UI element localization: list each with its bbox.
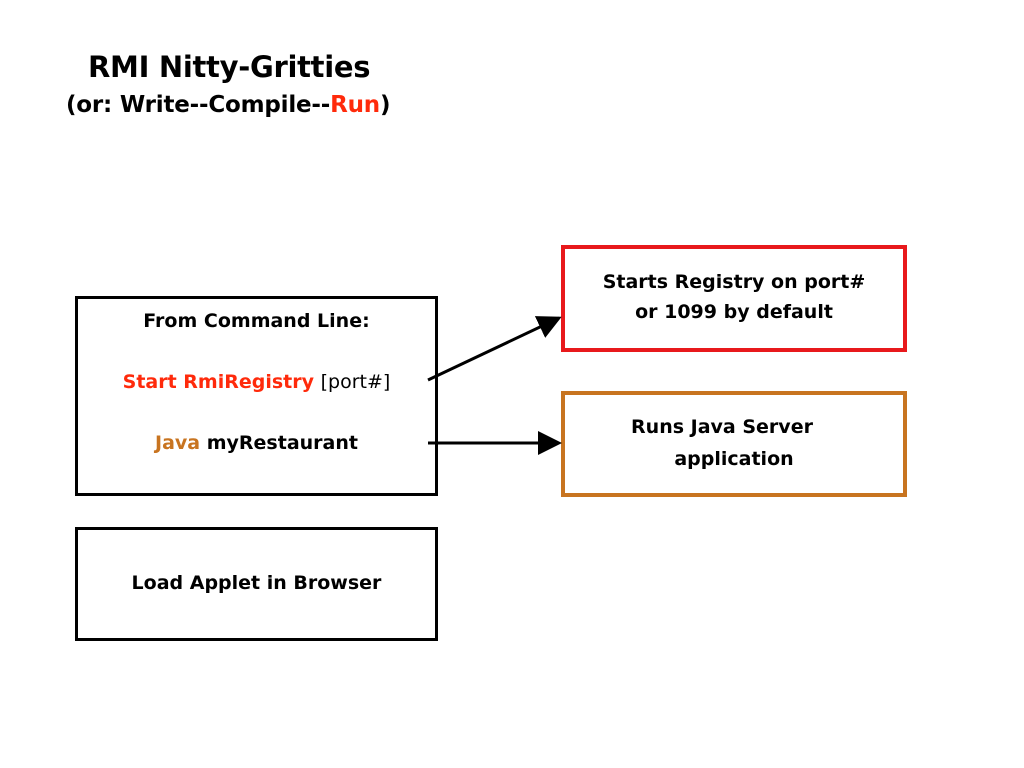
subtitle-suffix: )	[379, 92, 391, 118]
java-command-arg: myRestaurant	[206, 432, 358, 454]
server-result-line1: Runs Java Server	[631, 416, 813, 438]
subtitle-run-highlight: Run	[330, 92, 380, 118]
arrow-to-registry	[427, 316, 562, 382]
registry-result-box: Starts Registry on port# or 1099 by defa…	[561, 245, 907, 352]
command-line-box: From Command Line: Start RmiRegistry [po…	[75, 296, 438, 496]
load-applet-box: Load Applet in Browser	[75, 527, 438, 641]
subtitle-prefix: (or: Write--Compile--	[66, 92, 331, 118]
title-text: RMI Nitty-Gritties	[88, 50, 371, 84]
registry-command: Start RmiRegistry [port#]	[78, 371, 435, 393]
slide-subtitle: (or: Write--Compile--Run)	[66, 92, 390, 118]
applet-label: Load Applet in Browser	[131, 572, 382, 594]
registry-command-keyword: Start RmiRegistry	[122, 371, 315, 393]
java-command: Java myRestaurant	[78, 432, 435, 454]
registry-command-arg: [port#]	[320, 371, 391, 393]
registry-result-line1: Starts Registry on port#	[602, 271, 866, 293]
registry-result-line2: or 1099 by default	[635, 301, 833, 323]
slide-title: RMI Nitty-Gritties	[88, 50, 371, 84]
server-result-box: Runs Java Server application	[561, 391, 907, 497]
command-heading: From Command Line:	[143, 310, 370, 332]
server-result-line2: application	[674, 448, 794, 470]
java-command-keyword: Java	[155, 432, 201, 454]
